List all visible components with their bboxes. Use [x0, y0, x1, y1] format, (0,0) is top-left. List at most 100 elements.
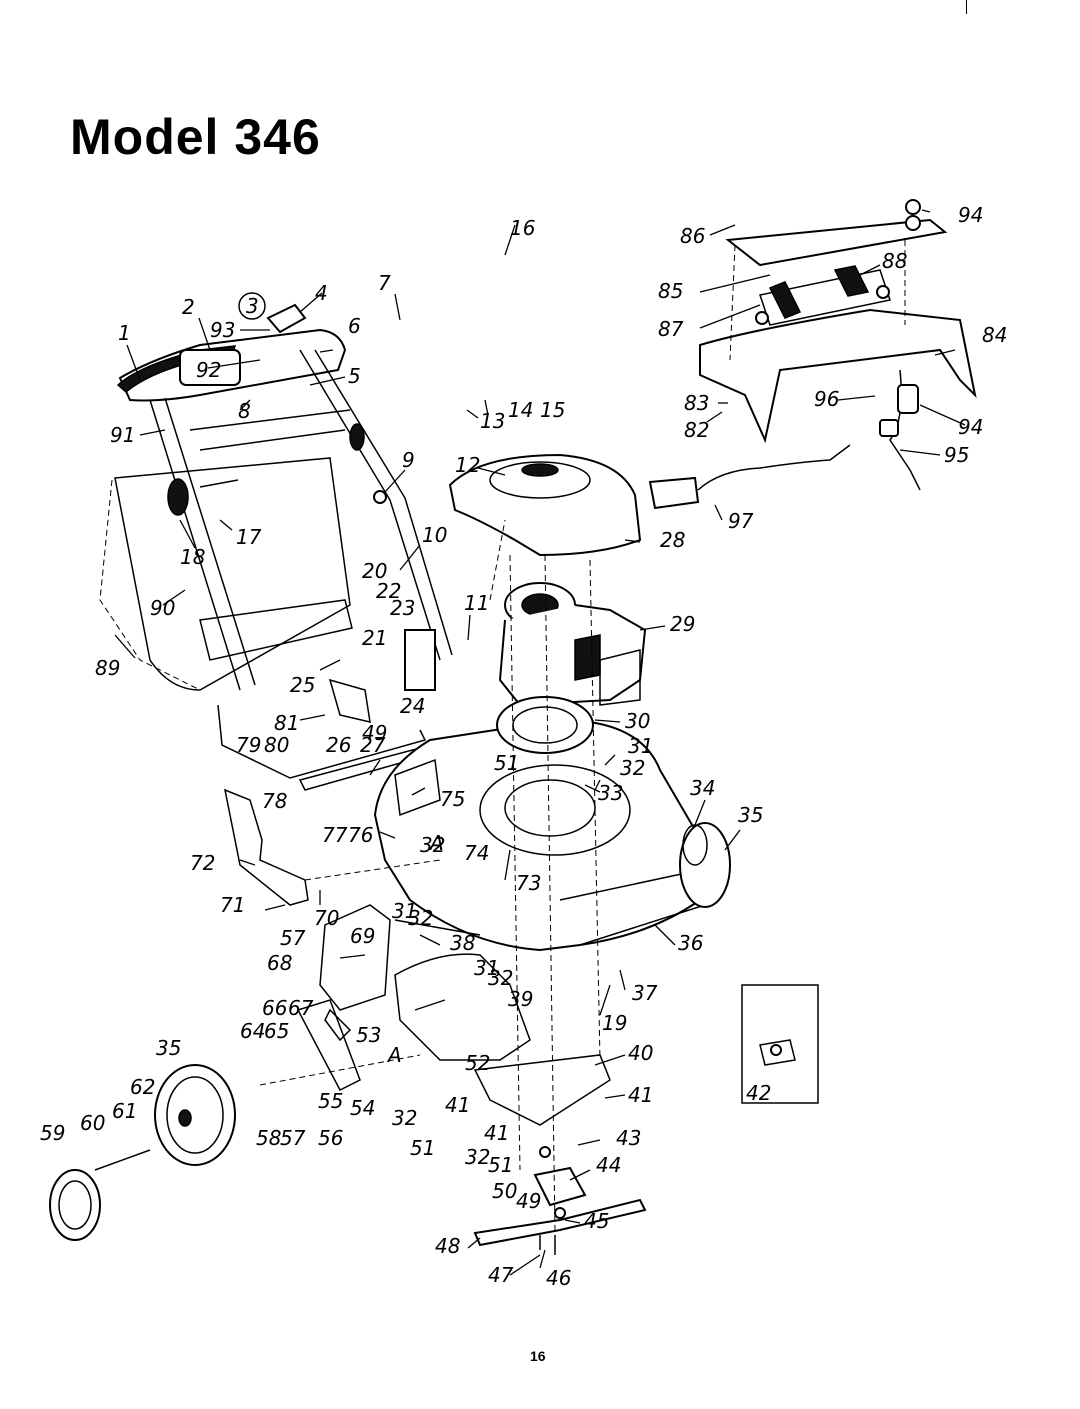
part-label-31-c: 31: [474, 956, 499, 980]
part-label-87: 87: [658, 317, 684, 341]
part-label-94-b: 94: [958, 415, 983, 439]
part-label-31-b: 31: [392, 899, 417, 923]
part-label-2: 2: [182, 295, 195, 319]
callout-3-label: 3: [246, 294, 259, 318]
part-label-56: 56: [318, 1126, 343, 1150]
front-bracket-and-baffle: [223, 788, 611, 1126]
part-label-58: 58: [256, 1126, 281, 1150]
part-label-80: 80: [264, 733, 289, 757]
part-label-46: 46: [546, 1266, 571, 1290]
part-label-35-b: 35: [156, 1036, 181, 1060]
part-label-94-a: 94: [958, 203, 983, 227]
part-label-39: 39: [508, 987, 533, 1011]
part-label-76: 76: [348, 823, 373, 847]
part-label-15: 15: [540, 398, 565, 422]
part-label-61: 61: [112, 1099, 137, 1123]
part-label-81: 81: [274, 711, 299, 735]
part-label-50: 50: [492, 1179, 517, 1203]
part-label-57-a: 57: [280, 926, 306, 950]
part-label-64: 64: [240, 1019, 265, 1043]
part-label-40: 40: [628, 1041, 653, 1065]
part-label-29: 29: [670, 612, 695, 636]
part-label-55: 55: [318, 1089, 343, 1113]
charger: [648, 369, 921, 510]
part-label-82: 82: [684, 418, 709, 442]
part-label-28: 28: [660, 528, 685, 552]
part-label-78: 78: [262, 789, 287, 813]
blade-assembly: [473, 1146, 647, 1255]
part-label-45: 45: [584, 1209, 609, 1233]
part-label-83: 83: [684, 391, 709, 415]
page-number: 16: [530, 1348, 546, 1364]
part-label-73: 73: [516, 871, 541, 895]
part-label-33: 33: [598, 781, 623, 805]
part-label-43: 43: [616, 1126, 641, 1150]
part-label-74: 74: [464, 841, 489, 865]
part-label-77: 77: [322, 823, 348, 847]
callout-circle: [238, 292, 266, 320]
part-label-53: 53: [356, 1023, 381, 1047]
part-label-41-a: 41: [628, 1083, 653, 1107]
wheel-assembly: [49, 822, 731, 1241]
part-label-25: 25: [290, 673, 315, 697]
part-label-34: 34: [690, 776, 715, 800]
part-label-21: 21: [362, 626, 387, 650]
part-label-93: 93: [210, 318, 235, 342]
part-label-62: 62: [130, 1075, 155, 1099]
part-label-44: 44: [596, 1153, 621, 1177]
part-label-30: 30: [625, 709, 650, 733]
part-label-67: 67: [288, 996, 314, 1020]
part-label-6: 6: [348, 314, 361, 338]
part-label-A-2: A: [386, 1043, 402, 1067]
part-label-32-b: 32: [420, 833, 445, 857]
part-label-71: 71: [220, 893, 245, 917]
part-label-8: 8: [238, 399, 251, 423]
part-label-27: 27: [360, 733, 386, 757]
part-label-24: 24: [400, 694, 425, 718]
part-label-32-e: 32: [392, 1106, 417, 1130]
part-label-79: 79: [236, 733, 261, 757]
part-label-13: 13: [480, 409, 505, 433]
part-label-66: 66: [262, 996, 287, 1020]
part-label-60: 60: [80, 1111, 105, 1135]
part-label-37: 37: [632, 981, 658, 1005]
part-label-42: 42: [746, 1081, 771, 1105]
part-label-12: 12: [455, 453, 480, 477]
part-label-59: 59: [40, 1121, 65, 1145]
part-label-90: 90: [150, 596, 175, 620]
leader-lines: [114, 209, 966, 1276]
part-label-51-b: 51: [410, 1136, 435, 1160]
part-label-A-1: A: [428, 831, 444, 855]
mower-deck: [373, 718, 717, 952]
part-label-86: 86: [680, 224, 705, 248]
part-label-18: 18: [180, 545, 205, 569]
part-label-65: 65: [264, 1019, 289, 1043]
part-label-38: 38: [450, 931, 475, 955]
part-label-41-b: 41: [445, 1093, 470, 1117]
page-title: Model 346: [70, 109, 321, 165]
top-margin-mark: [966, 0, 967, 14]
part-label-49-b: 49: [362, 721, 387, 745]
part-label-1: 1: [118, 321, 131, 345]
part-label-68: 68: [267, 951, 292, 975]
part-label-9: 9: [402, 448, 415, 472]
handle-assembly: [116, 303, 453, 691]
inset-box: [741, 984, 819, 1104]
alignment-lines: [259, 240, 906, 1231]
top-cover-and-battery: [699, 199, 977, 444]
part-label-4: 4: [315, 281, 328, 305]
part-label-32-c: 32: [408, 906, 433, 930]
part-label-32-d: 32: [488, 966, 513, 990]
part-label-22: 22: [376, 579, 401, 603]
part-labels: 1 2 4 5 6 7 8 9 10 11 12 13 14 15 16 17 …: [40, 203, 1007, 1290]
part-label-51: 51: [488, 1153, 513, 1177]
engine: [496, 582, 647, 754]
part-label-85: 85: [658, 279, 683, 303]
part-label-70: 70: [314, 906, 339, 930]
part-label-91: 91: [110, 423, 135, 447]
part-label-75: 75: [440, 787, 465, 811]
part-label-16: 16: [510, 216, 535, 240]
grass-catcher: [99, 457, 353, 691]
part-label-5: 5: [348, 364, 361, 388]
